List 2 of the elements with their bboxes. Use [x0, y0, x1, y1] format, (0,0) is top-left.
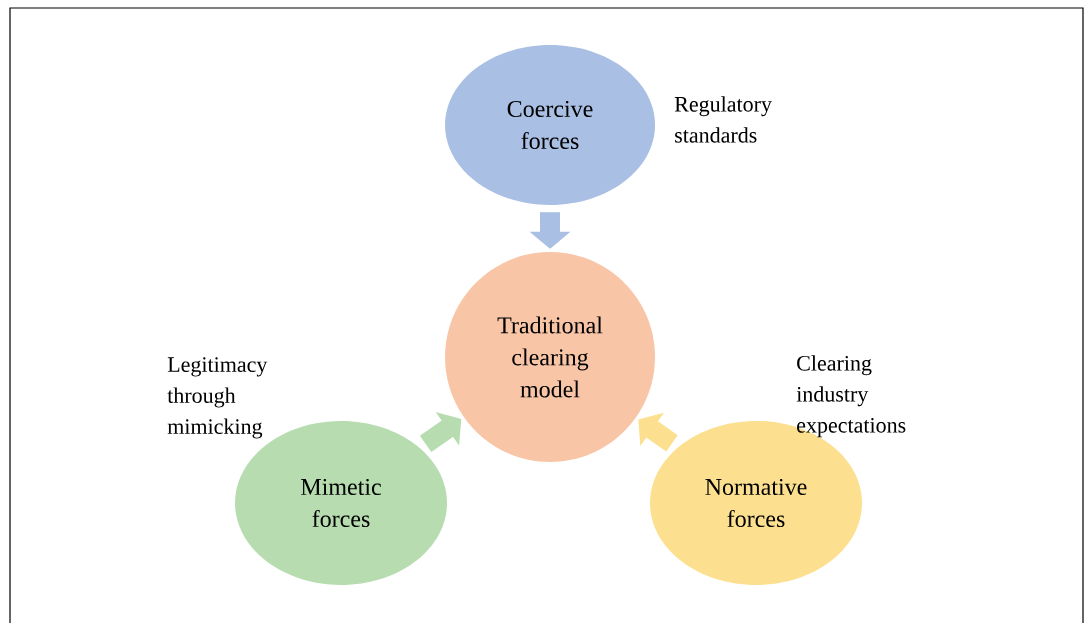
block-arrow: [419, 411, 462, 453]
annotation: Regulatory standards: [674, 96, 772, 143]
